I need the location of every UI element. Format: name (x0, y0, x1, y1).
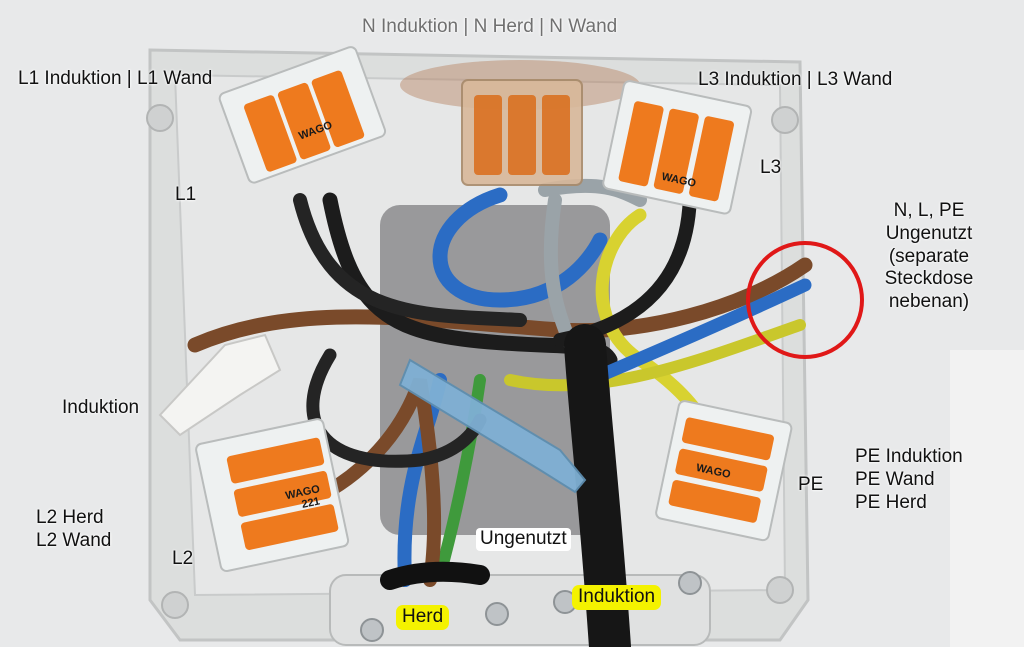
insulated-crimp-connector (398, 358, 587, 494)
wago-connector-l3: WAGO (602, 80, 753, 215)
wago-connector-l2: WAGO 221 (195, 418, 350, 573)
label-unused-cables: N, L, PE Ungenutzt (separate Steckdose n… (864, 200, 994, 314)
label-l3-group: L3 Induktion | L3 Wand (698, 69, 893, 90)
label-top-neutral: N Induktion | N Herd | N Wand (362, 16, 618, 37)
label-ungenutzt: Ungenutzt (476, 528, 571, 551)
l2-group-line-2: L2 Wand (36, 529, 112, 551)
wall-edge (950, 350, 1024, 647)
label-pe: PE (798, 474, 824, 495)
unused-line-4: Steckdose (884, 268, 974, 290)
label-l1: L1 (175, 184, 197, 205)
l2-group-line-1: L2 Herd (36, 507, 104, 528)
unused-line-2: Ungenutzt (885, 222, 973, 244)
clear-sleeve (158, 333, 282, 437)
wago-connector-l1: WAGO (218, 46, 387, 184)
label-induktion-bottom: Induktion (572, 585, 662, 610)
label-l2-group: L2 Herd L2 Wand (36, 507, 111, 553)
label-l1-group: L1 Induktion | L1 Wand (18, 68, 213, 89)
pe-group-line-3: PE Herd (855, 491, 927, 513)
red-circle-annotation (746, 241, 864, 359)
unused-line-3: (separate (888, 245, 970, 267)
label-herd: Herd (396, 605, 450, 630)
label-l2: L2 (172, 548, 194, 569)
wago-connector-n (461, 79, 583, 186)
label-induktion-side: Induktion (62, 397, 140, 418)
pe-group-line-1: PE Induktion (855, 446, 963, 467)
wago-connector-pe: WAGO (655, 400, 793, 542)
pe-group-line-2: PE Wand (855, 468, 935, 490)
wago-model-l2: 221 (301, 495, 321, 511)
unused-line-1: N, L, PE (893, 200, 965, 221)
label-l3: L3 (760, 157, 782, 178)
unused-line-5: nebenan) (888, 291, 970, 313)
label-pe-group: PE Induktion PE Wand PE Herd (855, 446, 963, 514)
